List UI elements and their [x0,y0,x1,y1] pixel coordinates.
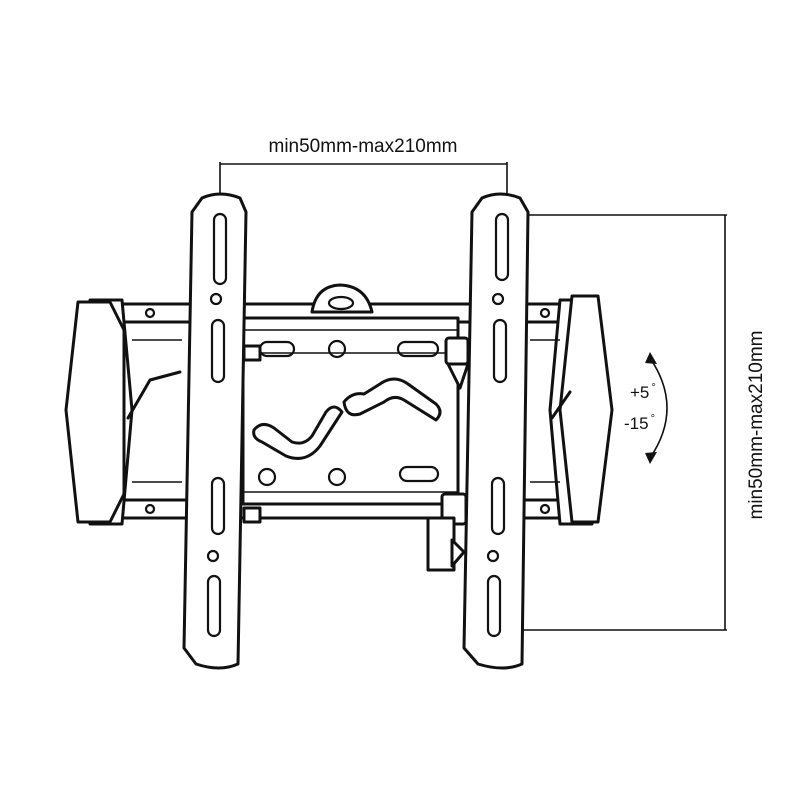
arm-slot [210,318,226,384]
left-end-block [64,298,182,526]
horizontal-dimension: min50mm-max210mm [219,136,508,222]
tilt-knob-lever [446,362,470,390]
arm-hole [486,549,500,563]
arm-hole [491,292,505,306]
arm-slot [206,574,222,638]
bar-screw [539,503,551,515]
arm-slot [212,212,228,286]
tilt-knob-handle [426,516,456,572]
tilt-arrow-up-icon [645,352,657,364]
plate-slot [398,465,440,483]
curved-slot-right [342,377,442,422]
vertical-dimension: min50mm-max210mm [505,214,767,631]
right-end-block [530,294,614,526]
left-end-block-front [64,300,126,524]
plate-slot [258,340,296,358]
arm-slot [492,318,508,384]
bar-screw [144,503,156,515]
arm-slot [490,476,506,536]
left-tv-arm-body [182,192,248,670]
tilt-up-label: +5° [630,382,656,402]
lock-handle-hole [327,295,355,311]
tilt-down-label: -15° [624,413,655,433]
horizontal-dimension-label: min50mm-max210mm [269,136,458,157]
arm-slot [486,574,502,638]
plate-hole [327,467,347,487]
right-tv-arm [462,192,530,670]
right-tv-arm-body [462,192,530,670]
tilt-knob-lever [450,538,466,568]
bar-screw [144,307,156,319]
plate-hole [327,339,347,359]
vertical-dimension-label: min50mm-max210mm [746,331,767,520]
tilt-arrow-down-icon [645,452,657,464]
right-end-block-front [558,294,614,524]
arm-slot [210,476,226,536]
left-tv-arm [182,192,248,670]
bolt-head [242,506,262,524]
arm-hole [206,549,220,563]
arm-slot [494,212,510,282]
plate-hole [257,467,277,487]
tilt-arc [649,357,668,459]
right-brace [550,390,572,420]
bolt-head [242,344,262,362]
plate-slot [396,340,440,358]
bar-screw [539,307,551,319]
curved-slot-left [252,405,344,460]
tilt-angle-indicator: +5° -15° [624,352,668,464]
tilt-knob-body [444,336,470,366]
tilt-knob-bottom [242,492,468,572]
arm-hole [209,292,223,306]
left-brace [126,370,182,420]
